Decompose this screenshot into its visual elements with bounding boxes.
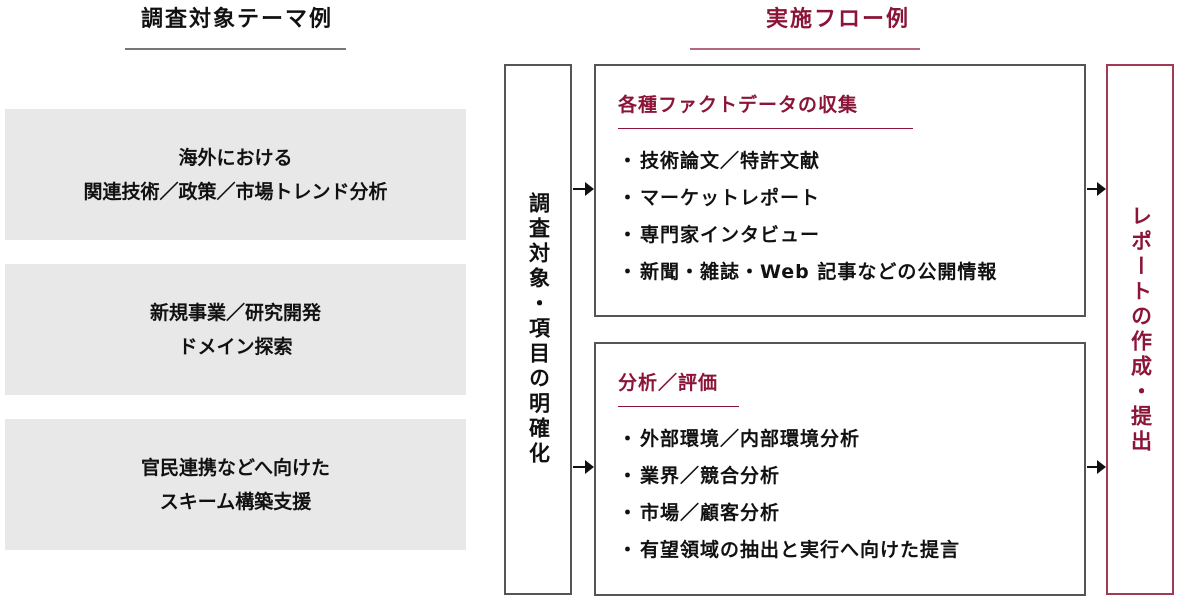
list-item-text: 業界／競合分析 xyxy=(640,465,781,487)
arrow-right-icon xyxy=(573,460,594,474)
bullet-icon: ・ xyxy=(618,465,639,487)
step-clarify-box: 調査対象・項目の明確化 xyxy=(504,64,572,595)
list-item: ・外部環境／内部環境分析 xyxy=(618,421,1084,458)
step-title: 各種ファクトデータの収集 xyxy=(618,94,859,116)
list-item: ・マーケットレポート xyxy=(618,180,1084,217)
list-item: ・業界／競合分析 xyxy=(618,458,1084,495)
bullet-icon: ・ xyxy=(618,187,639,209)
step-report-box: レポートの作成・提出 xyxy=(1106,64,1174,595)
step-report-label: レポートの作成・提出 xyxy=(1128,204,1153,455)
theme-line: 新規事業／研究開発 xyxy=(149,301,321,324)
list-item-text: 技術論文／特許文献 xyxy=(640,150,821,172)
step-collect-box: 各種ファクトデータの収集 ・技術論文／特許文献 ・マーケットレポート ・専門家イ… xyxy=(594,64,1086,317)
list-item-text: 有望領域の抽出と実行へ向けた提言 xyxy=(640,539,961,561)
bullet-icon: ・ xyxy=(618,502,639,524)
list-item-text: マーケットレポート xyxy=(640,187,821,209)
theme-box: 官民連携などへ向けた スキーム構築支援 xyxy=(5,419,466,550)
theme-line: 関連技術／政策／市場トレンド分析 xyxy=(83,180,388,203)
step-title-underline xyxy=(618,406,739,407)
step-clarify-label: 調査対象・項目の明確化 xyxy=(526,192,551,467)
bullet-icon: ・ xyxy=(618,150,639,172)
theme-box: 海外における 関連技術／政策／市場トレンド分析 xyxy=(5,109,466,240)
section-title-flow: 実施フロー例 xyxy=(765,7,910,32)
bullet-icon: ・ xyxy=(618,428,639,450)
theme-box: 新規事業／研究開発 ドメイン探索 xyxy=(5,264,466,395)
list-item: ・新聞・雑誌・Web 記事などの公開情報 xyxy=(618,254,1084,291)
step-title-underline xyxy=(618,128,913,129)
title-underline xyxy=(690,48,920,50)
step-item-list: ・外部環境／内部環境分析 ・業界／競合分析 ・市場／顧客分析 ・有望領域の抽出と… xyxy=(618,421,1084,569)
list-item-text: 外部環境／内部環境分析 xyxy=(640,428,861,450)
list-item: ・市場／顧客分析 xyxy=(618,495,1084,532)
step-title: 分析／評価 xyxy=(618,372,719,394)
section-title-themes: 調査対象テーマ例 xyxy=(140,7,333,32)
list-item: ・有望領域の抽出と実行へ向けた提言 xyxy=(618,532,1084,569)
step-item-list: ・技術論文／特許文献 ・マーケットレポート ・専門家インタビュー ・新聞・雑誌・… xyxy=(618,143,1084,291)
theme-line: ドメイン探索 xyxy=(178,335,293,358)
bullet-icon: ・ xyxy=(618,261,639,283)
bullet-icon: ・ xyxy=(618,224,639,246)
bullet-icon: ・ xyxy=(618,539,639,561)
title-underline xyxy=(125,48,346,50)
list-item-text: 市場／顧客分析 xyxy=(640,502,781,524)
list-item-text: 新聞・雑誌・Web 記事などの公開情報 xyxy=(640,261,998,283)
arrow-right-icon xyxy=(1087,182,1106,196)
theme-line: 官民連携などへ向けた xyxy=(140,456,331,479)
list-item-text: 専門家インタビュー xyxy=(640,224,821,246)
theme-line: 海外における xyxy=(178,146,293,169)
arrow-right-icon xyxy=(573,182,594,196)
step-analyze-box: 分析／評価 ・外部環境／内部環境分析 ・業界／競合分析 ・市場／顧客分析 ・有望… xyxy=(594,342,1086,596)
arrow-right-icon xyxy=(1087,460,1106,474)
list-item: ・技術論文／特許文献 xyxy=(618,143,1084,180)
list-item: ・専門家インタビュー xyxy=(618,217,1084,254)
theme-line: スキーム構築支援 xyxy=(159,490,312,513)
